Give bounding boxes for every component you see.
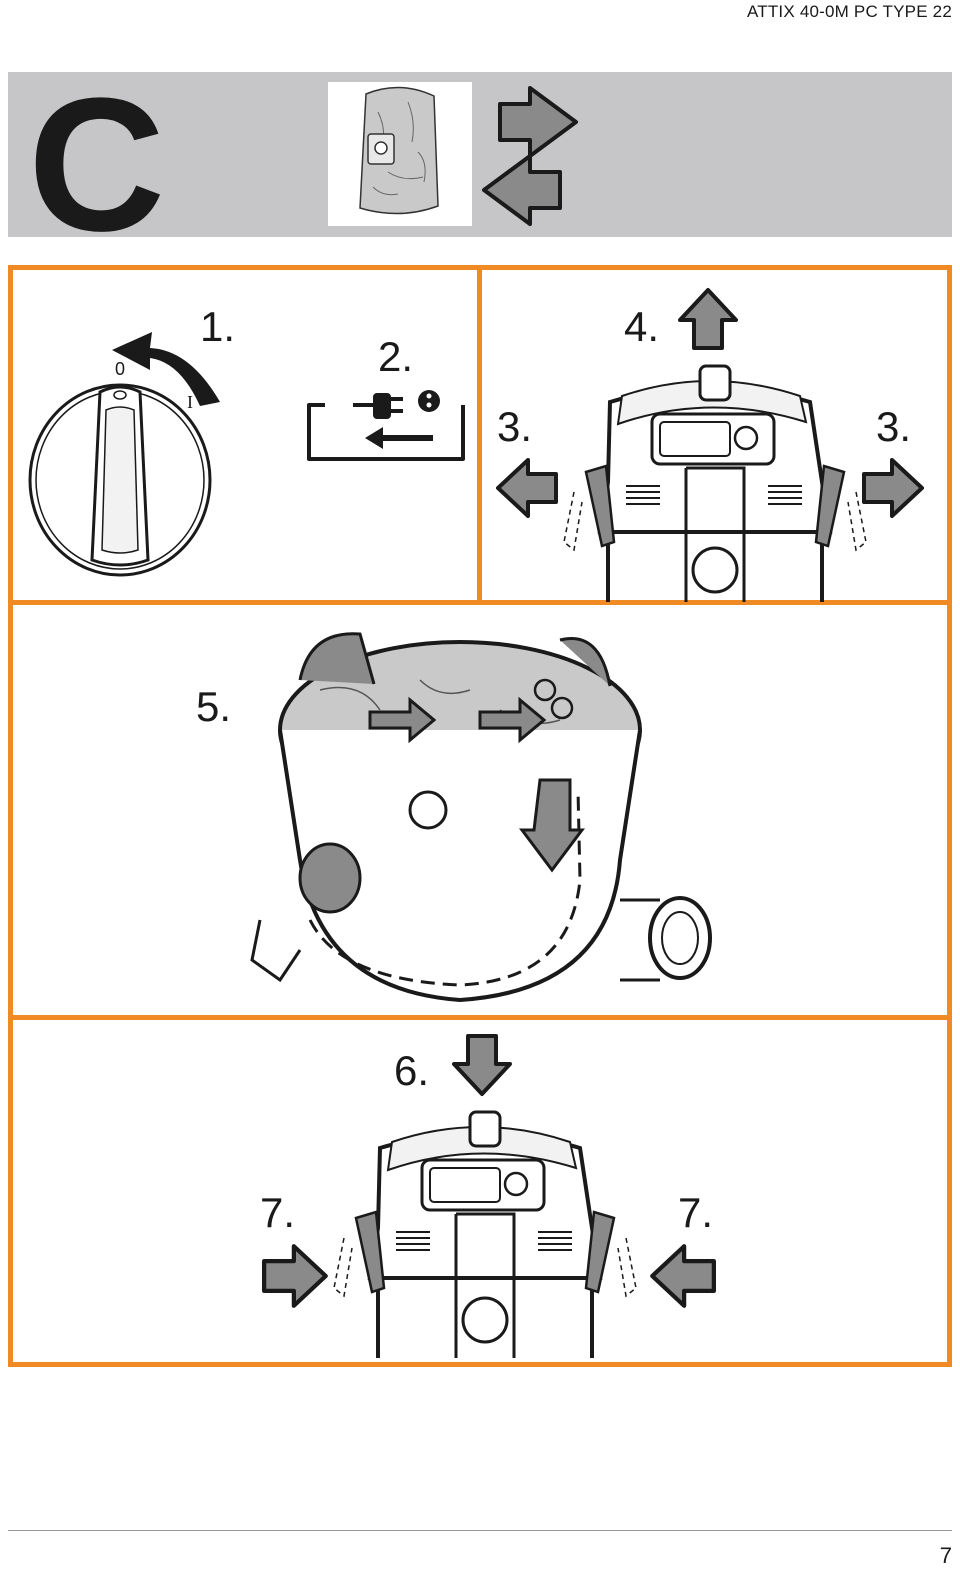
- switch-on-label: I: [187, 392, 193, 412]
- vacuum-bin-icon: [250, 632, 712, 1003]
- step-2-label: 2.: [378, 333, 414, 380]
- swap-arrows-icon: [482, 86, 578, 226]
- switch-off-label: 0: [115, 359, 126, 379]
- left-arrow-icon: [496, 458, 558, 518]
- step-1-label: 1.: [200, 303, 236, 350]
- footer-divider: [8, 1530, 952, 1531]
- section-banner: [8, 72, 952, 237]
- step-3-left-label: 3.: [497, 403, 533, 450]
- vacuum-head-icon: [563, 364, 867, 602]
- step-7-left-label: 7.: [260, 1189, 296, 1236]
- up-arrow-icon: [678, 288, 738, 350]
- step-3-right-label: 3.: [876, 403, 912, 450]
- step-6-label: 6.: [394, 1047, 430, 1094]
- left-arrow-icon: [650, 1244, 716, 1308]
- rotary-switch-icon: [28, 332, 220, 577]
- vacuum-head-icon: [333, 1110, 637, 1358]
- filter-bag-icon: [328, 82, 472, 226]
- page-number: 7: [939, 1543, 952, 1568]
- down-arrow-icon: [452, 1034, 512, 1096]
- panel-steps-6-7: [8, 1015, 952, 1367]
- right-arrow-icon: [862, 458, 924, 518]
- right-arrow-icon: [262, 1244, 328, 1308]
- step-7-right-label: 7.: [678, 1189, 714, 1236]
- step-4-label: 4.: [624, 303, 660, 350]
- unplug-icon: [307, 390, 465, 461]
- document-title: ATTIX 40-0M PC TYPE 22: [746, 2, 952, 21]
- step-5-label: 5.: [196, 683, 232, 730]
- section-letter: C: [28, 59, 166, 271]
